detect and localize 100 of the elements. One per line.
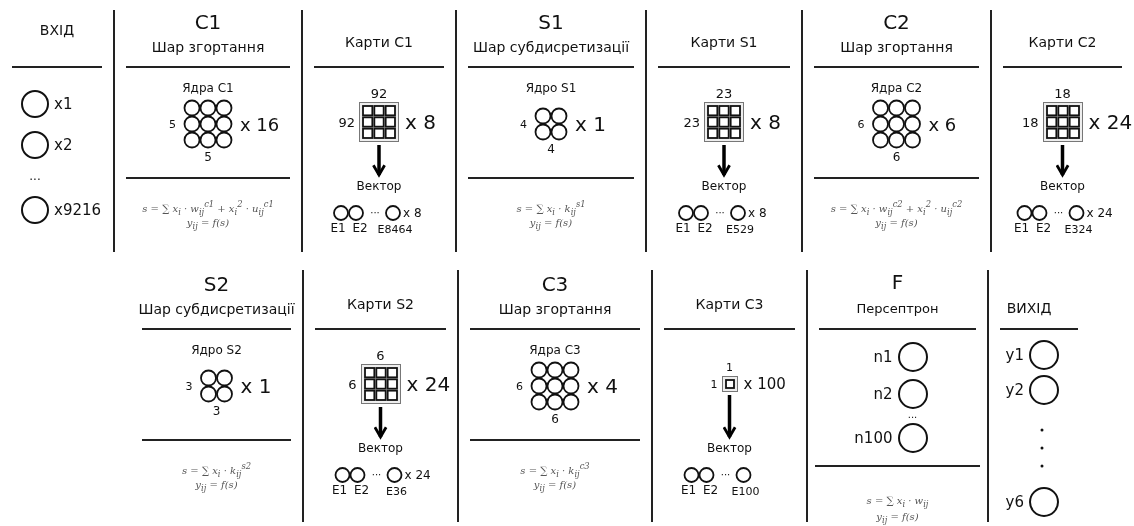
element-label: E2: [1035, 221, 1052, 235]
layer-subtitle: Шар згортання: [498, 301, 612, 317]
neuron-label: n1: [873, 348, 893, 366]
element-label: E2: [352, 221, 368, 235]
layer-title: F: [891, 270, 904, 294]
element-label: E1: [675, 221, 691, 235]
vector-label: Вектор: [701, 179, 747, 193]
dimension-label: 1: [710, 377, 718, 391]
column-header: Карти C2: [1028, 34, 1097, 50]
dimension-label: 6: [551, 412, 559, 426]
multiplier-label: x 24: [406, 372, 451, 396]
column-header: Карти C3: [695, 296, 764, 312]
column-header: Карти S2: [347, 296, 414, 312]
dimension-label: 92: [370, 85, 388, 101]
neuron-label: y1: [1005, 346, 1024, 364]
dimension-label: 92: [338, 114, 355, 130]
layer-subtitle: Шар субдисретизації: [472, 39, 630, 55]
neuron-label: x2: [54, 136, 73, 154]
element-label: E1: [330, 221, 346, 235]
element-label: E100: [731, 484, 760, 498]
vector-label: Вектор: [356, 179, 402, 193]
dimension-label: 4: [520, 117, 527, 131]
layer-title: S1: [538, 10, 564, 34]
formula: y$_{ij}$ = f(s): [533, 479, 577, 493]
neuron-label: y6: [1005, 493, 1024, 511]
neuron-label: x1: [54, 95, 73, 113]
multiplier-label: x 8: [403, 206, 422, 220]
element-label: E1: [680, 483, 697, 497]
layer-title: S2: [203, 272, 230, 296]
layer-title: C2: [883, 10, 910, 34]
column-header: Карти S1: [690, 34, 758, 50]
dimension-label: 6: [516, 379, 523, 393]
kernel-label: Ядра C2: [870, 81, 923, 95]
column-header: ВХІД: [39, 22, 75, 38]
multiplier-label: x 16: [240, 113, 280, 135]
multiplier-label: x 4: [587, 374, 618, 398]
dimension-label: 3: [212, 404, 221, 418]
multiplier-label: x 8: [748, 206, 767, 220]
ellipsis: ...: [29, 169, 41, 183]
multiplier-label: x 24: [1086, 206, 1113, 220]
formula: y$_{ij}$ = f(s): [876, 511, 919, 525]
formula: s = ∑ x$_{i}$ · w$_{ij}$: [866, 495, 929, 509]
dimension-label: 6: [376, 347, 385, 363]
neuron-label: n100: [854, 429, 893, 447]
ellipsis: ···: [720, 468, 731, 480]
multiplier-label: x 8: [405, 110, 436, 134]
dimension-label: 4: [547, 142, 555, 156]
dimension-label: 6: [857, 117, 865, 131]
element-label: E1: [331, 483, 348, 497]
kernel-label: Ядра C3: [529, 343, 581, 357]
dimension-label: 18: [1021, 114, 1039, 130]
layer-subtitle: Шар згортання: [840, 39, 953, 55]
multiplier-label: x 1: [240, 374, 272, 398]
kernel-label: Ядра C1: [182, 81, 234, 95]
kernel-label: Ядро S1: [525, 81, 577, 95]
element-label: E2: [697, 221, 713, 235]
ellipsis: ···: [1053, 206, 1064, 218]
vector-label: Вектор: [358, 441, 403, 455]
multiplier-label: x 24: [404, 468, 431, 482]
element-label: E529: [726, 222, 754, 236]
column-header: ВИХІД: [1006, 300, 1052, 316]
multiplier-label: x 6: [928, 113, 957, 135]
layer-title: C3: [541, 272, 569, 296]
dimension-label: 23: [683, 114, 700, 130]
vector-label: Вектор: [707, 441, 752, 455]
multiplier-label: x 24: [1088, 110, 1133, 134]
neuron-label: x9216: [54, 201, 102, 219]
multiplier-label: x 8: [750, 110, 781, 134]
kernel-label: Ядро S2: [191, 343, 242, 357]
multiplier-label: x 1: [575, 112, 606, 136]
dimension-label: 6: [348, 376, 357, 392]
column-header: Карти C1: [345, 34, 413, 50]
layer-subtitle: Персептрон: [856, 300, 939, 316]
formula: y$_{ij}$ = f(s): [186, 217, 230, 231]
element-label: E1: [1013, 221, 1030, 235]
element-label: E36: [386, 484, 407, 498]
dimension-label: 18: [1054, 85, 1071, 101]
element-label: E324: [1064, 222, 1093, 236]
formula: y$_{ij}$ = f(s): [529, 217, 573, 231]
arrow: [372, 145, 386, 177]
dimension-label: 1: [726, 360, 733, 374]
element-label: E2: [702, 483, 719, 497]
dimension-label: 23: [715, 85, 733, 101]
neuron-label: y2: [1005, 381, 1024, 399]
formula: y$_{ij}$ = f(s): [875, 217, 918, 231]
dimension-label: 3: [185, 379, 193, 393]
ellipsis: ···: [371, 468, 382, 480]
ellipsis: ···: [715, 206, 725, 218]
multiplier-label: x 100: [743, 375, 786, 393]
formula: y$_{ij}$ = f(s): [195, 479, 238, 493]
arrow: [1055, 145, 1070, 177]
arrow: [373, 407, 388, 439]
element-label: E8464: [377, 222, 413, 236]
dimension-label: 5: [204, 150, 212, 164]
arrow: [722, 395, 737, 439]
ellipsis: ···: [370, 206, 380, 218]
dimension-label: 5: [169, 117, 176, 131]
neuron-label: n2: [873, 385, 893, 403]
layer-subtitle: Шар субдисретизації: [138, 301, 295, 317]
dimension-label: 6: [892, 150, 901, 164]
